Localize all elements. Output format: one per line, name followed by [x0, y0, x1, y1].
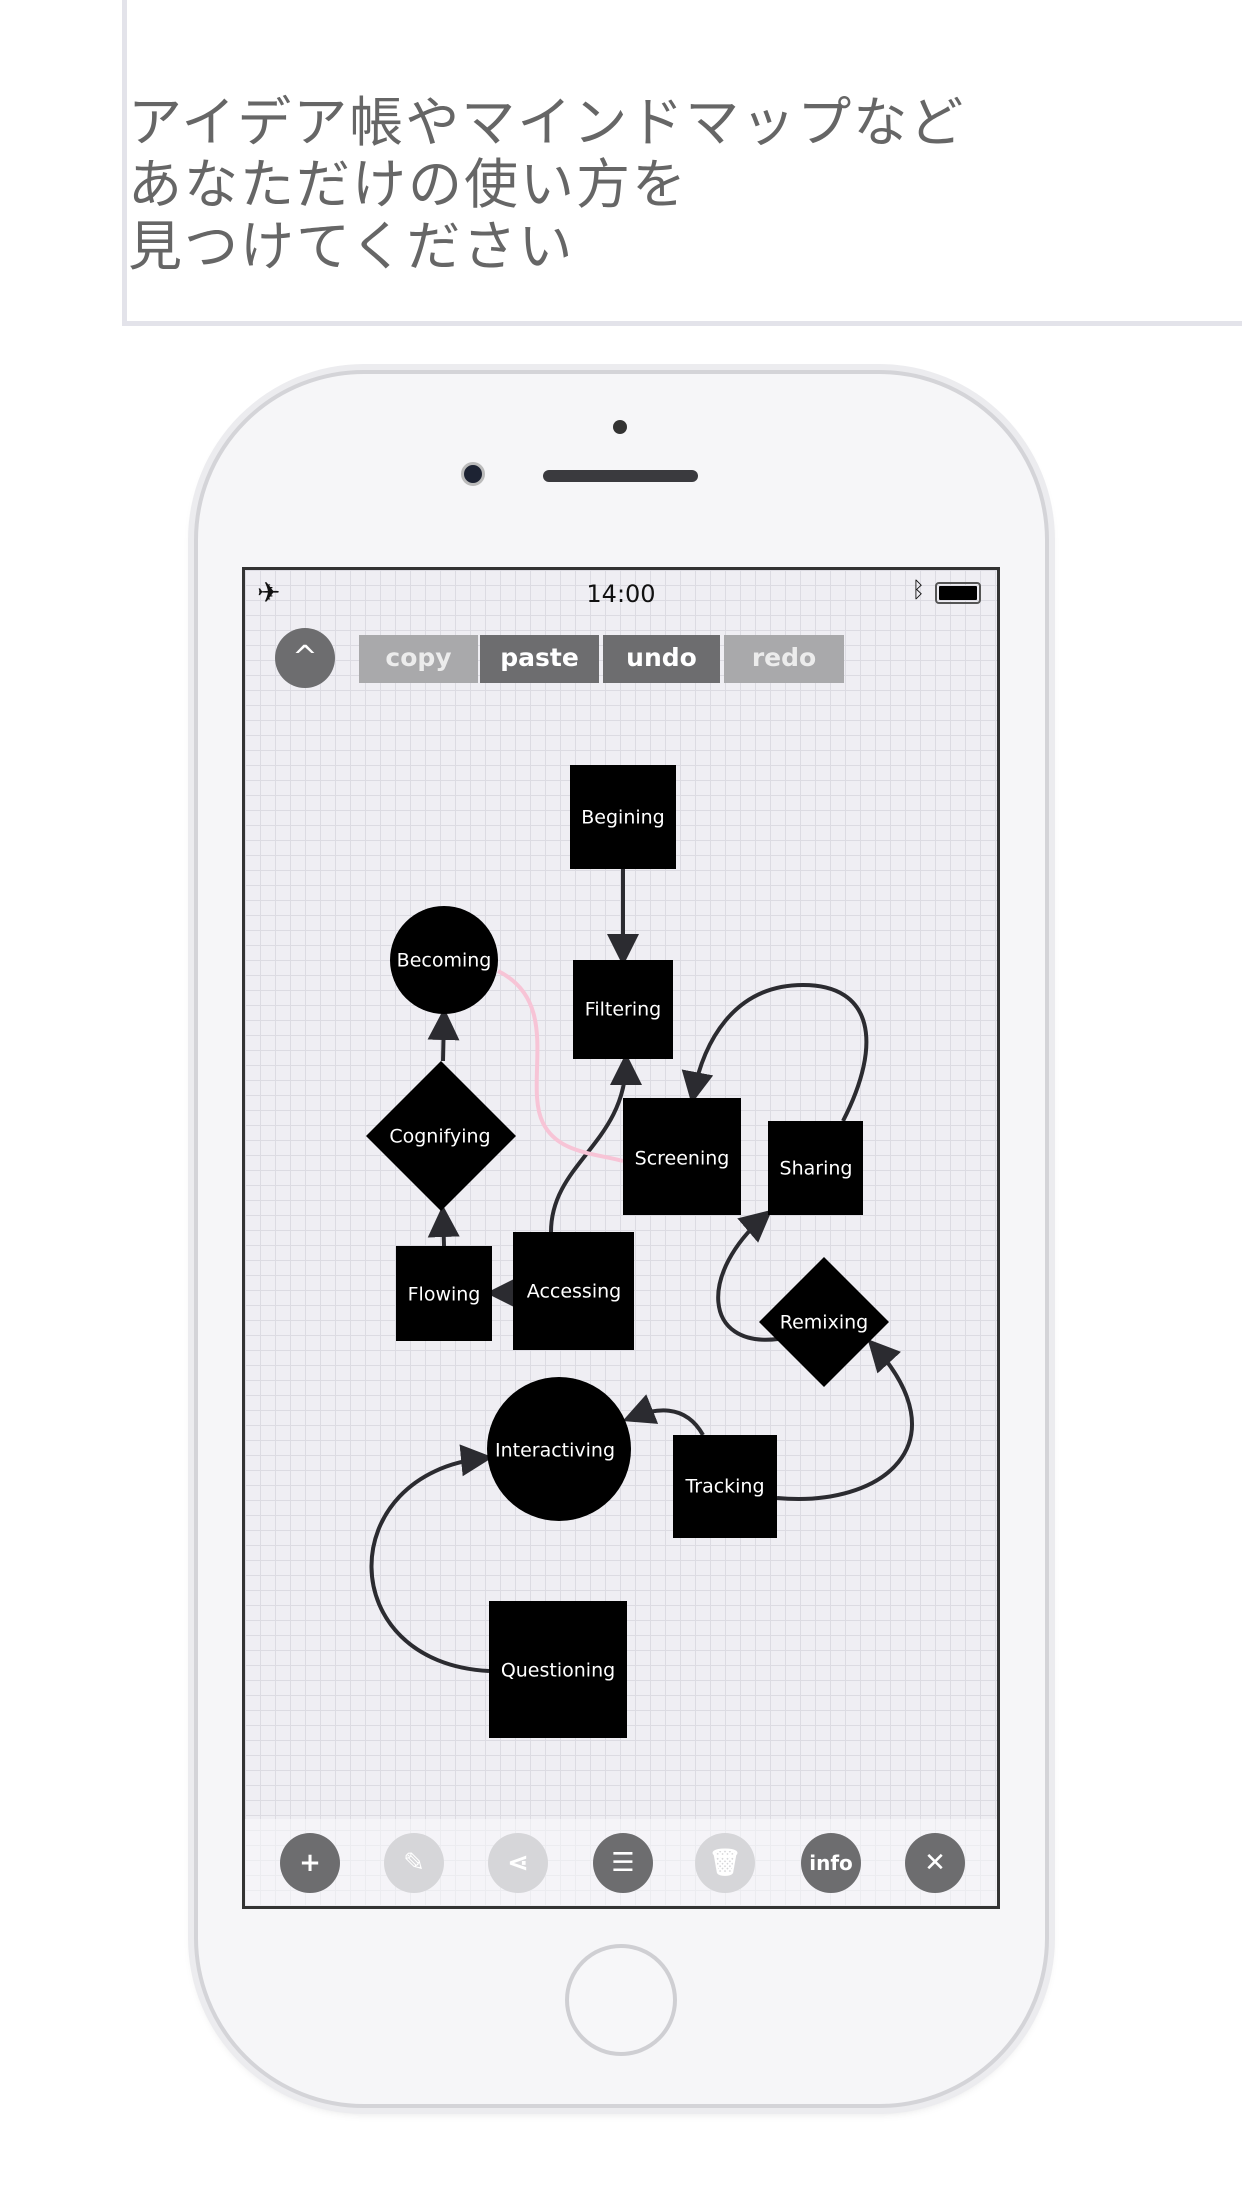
delete-button[interactable]: 🗑 — [695, 1833, 755, 1893]
power-button — [1046, 708, 1054, 814]
menu-button[interactable]: ☰ — [593, 1833, 653, 1893]
home-button[interactable] — [565, 1944, 677, 2056]
volume-down-button — [188, 845, 196, 953]
add-button[interactable]: + — [280, 1833, 340, 1893]
node-begining — [570, 765, 676, 869]
node-label: Accessing — [527, 1281, 621, 1303]
caption-box — [122, 0, 1242, 326]
airplane-icon: ✈ — [257, 576, 281, 609]
node-filtering — [573, 960, 673, 1059]
edge-flowing-cognifying — [427, 1205, 460, 1247]
edit-button[interactable]: ✎ — [384, 1833, 444, 1893]
collapse-button[interactable]: ^ — [275, 628, 335, 688]
close-button[interactable]: ✕ — [905, 1833, 965, 1893]
node-tracking — [673, 1435, 777, 1538]
status-time: 14:00 — [586, 580, 656, 608]
node-questioning — [489, 1601, 627, 1738]
node-accessing — [513, 1232, 634, 1350]
mute-switch — [188, 577, 196, 637]
proximity-sensor — [613, 420, 627, 434]
bluetooth-icon: ᛒ — [911, 578, 925, 603]
earpiece-speaker — [543, 470, 698, 482]
copy-button[interactable]: copy — [359, 635, 478, 683]
volume-up-button — [188, 708, 196, 814]
info-button[interactable]: info — [801, 1833, 861, 1893]
edge-accessing-filtering — [549, 1053, 642, 1233]
node-label: Flowing — [408, 1284, 481, 1306]
redo-button[interactable]: redo — [724, 635, 844, 683]
node-remixing — [759, 1257, 889, 1387]
node-label: Screening — [635, 1148, 730, 1170]
node-label: Sharing — [780, 1158, 853, 1180]
caption-line-1: アイデア帳やマインドマップなど — [128, 91, 966, 154]
edge-cognifying-becoming — [427, 1008, 460, 1062]
node-flowing — [396, 1246, 492, 1341]
pencil-icon: ✎ — [403, 1848, 425, 1878]
caption: アイデア帳やマインドマップなど あなただけの使い方を 見つけてください — [128, 92, 965, 278]
node-label: Cognifying — [389, 1126, 490, 1148]
app-screen: ✈ 14:00 ᛒ ^ copy paste undo redo + ✎ ⋖ ☰… — [242, 567, 1000, 1909]
share-icon: ⋖ — [507, 1848, 529, 1878]
edge-tracking-remixing — [776, 1339, 914, 1501]
edge-tracking-interactiving — [622, 1394, 705, 1437]
share-button[interactable]: ⋖ — [488, 1833, 548, 1893]
paste-button[interactable]: paste — [480, 635, 599, 683]
node-label: Tracking — [684, 1476, 764, 1498]
node-cognifying — [366, 1061, 516, 1211]
caption-line-3: 見つけてください — [128, 215, 575, 278]
caption-line-2: あなただけの使い方を — [128, 153, 688, 216]
node-label: Begining — [581, 807, 665, 829]
node-label: Filtering — [585, 999, 661, 1021]
node-interactiving — [487, 1377, 631, 1521]
node-label: Interactiving — [495, 1440, 615, 1462]
edge-becoming-screening — [497, 969, 624, 1163]
node-becoming — [390, 906, 498, 1014]
node-sharing — [768, 1121, 863, 1215]
edge-remixing-sharing — [716, 1209, 779, 1342]
node-label: Becoming — [397, 950, 492, 972]
battery-icon — [935, 582, 981, 604]
node-screening — [623, 1098, 741, 1215]
edge-questioning-interactiving — [369, 1444, 493, 1673]
trash-icon: 🗑 — [708, 1848, 742, 1878]
node-label: Questioning — [501, 1660, 615, 1682]
edge-sharing-screening — [681, 982, 869, 1122]
undo-button[interactable]: undo — [603, 635, 720, 683]
node-label: Remixing — [780, 1312, 868, 1334]
front-camera — [461, 462, 485, 486]
diagram-canvas[interactable]: Begining Becoming Filtering Cognifying S… — [245, 570, 1000, 1909]
